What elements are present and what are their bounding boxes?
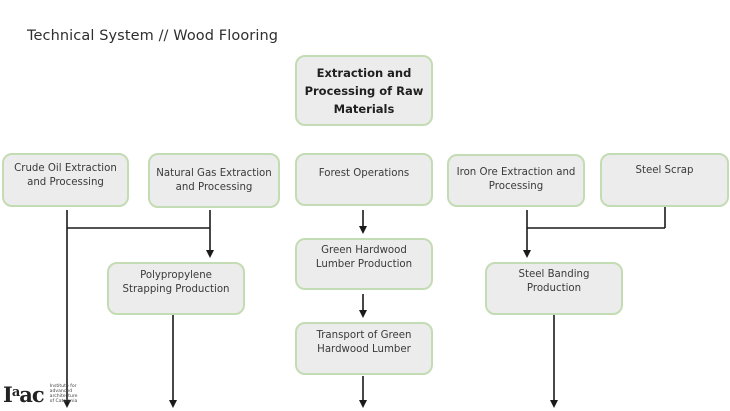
node-iron-ore[interactable]: Iron Ore Extraction and Processing bbox=[447, 154, 585, 207]
node-root[interactable]: Extraction and Processing of Raw Materia… bbox=[295, 55, 433, 126]
node-transport-label: Transport of Green Hardwood Lumber bbox=[316, 330, 412, 355]
node-green-lumber-label: Green Hardwood Lumber Production bbox=[315, 245, 413, 270]
node-natural-gas[interactable]: Natural Gas Extraction and Processing bbox=[148, 153, 280, 208]
node-polypropylene[interactable]: Polypropylene Strapping Production bbox=[107, 262, 245, 315]
node-steel-scrap[interactable]: Steel Scrap bbox=[600, 153, 729, 207]
node-steel-banding-label: Steel Banding Production bbox=[518, 269, 590, 294]
node-root-label: Extraction and Processing of Raw Materia… bbox=[304, 65, 424, 116]
node-forest-operations-label: Forest Operations bbox=[318, 168, 410, 179]
iaac-logo: Iaac Institute for advanced architecture… bbox=[3, 382, 94, 406]
iaac-logo-mark: Iaac bbox=[3, 382, 45, 407]
iaac-logo-subtitle: Institute for advanced architecture of C… bbox=[49, 383, 78, 405]
node-forest-operations[interactable]: Forest Operations bbox=[295, 153, 433, 206]
page-title: Technical System // Wood Flooring bbox=[27, 28, 279, 44]
node-steel-scrap-label: Steel Scrap bbox=[635, 165, 694, 176]
node-crude-oil[interactable]: Crude Oil Extraction and Processing bbox=[2, 153, 129, 207]
node-iron-ore-label: Iron Ore Extraction and Processing bbox=[456, 167, 576, 192]
node-crude-oil-label: Crude Oil Extraction and Processing bbox=[14, 163, 117, 188]
node-steel-banding[interactable]: Steel Banding Production bbox=[485, 262, 623, 315]
node-green-lumber[interactable]: Green Hardwood Lumber Production bbox=[295, 238, 433, 290]
node-natural-gas-label: Natural Gas Extraction and Processing bbox=[156, 167, 272, 193]
node-polypropylene-label: Polypropylene Strapping Production bbox=[122, 270, 230, 295]
node-transport[interactable]: Transport of Green Hardwood Lumber bbox=[295, 322, 433, 375]
